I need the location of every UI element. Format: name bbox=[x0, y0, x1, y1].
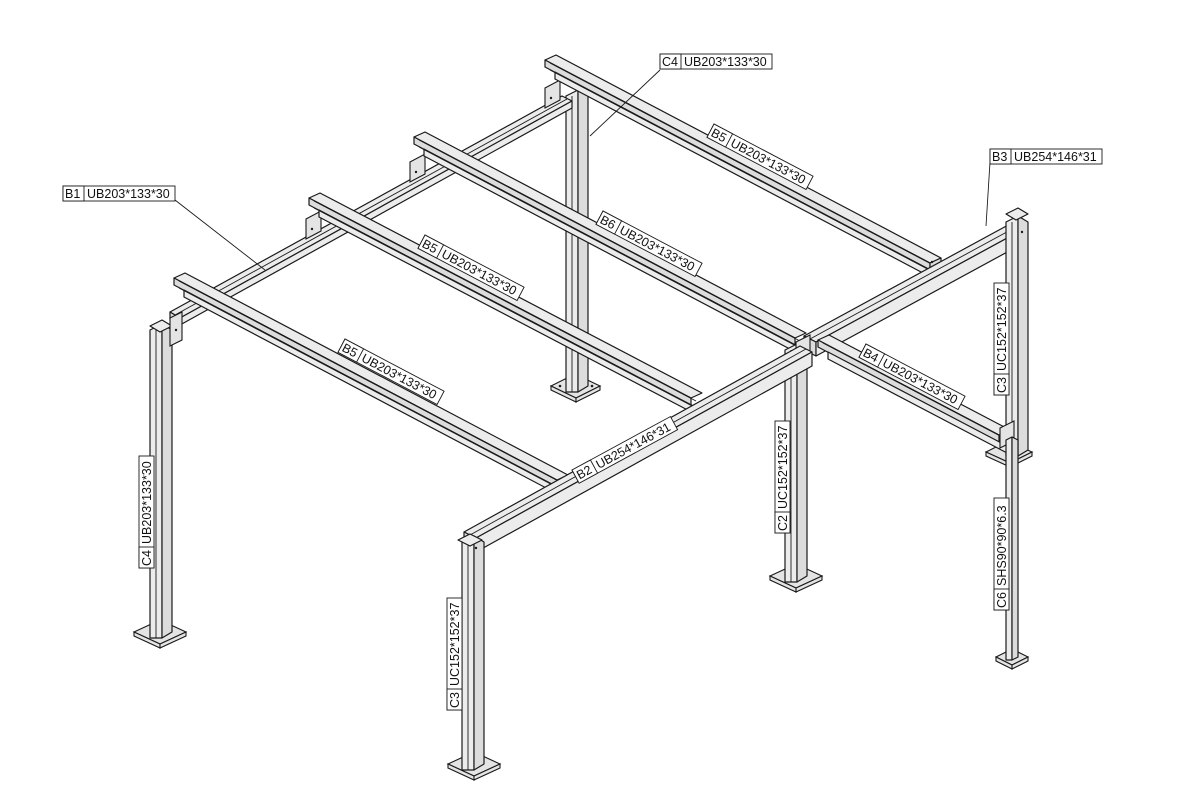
svg-text:B2: B2 bbox=[574, 463, 594, 483]
svg-text:UC152*152*37: UC152*152*37 bbox=[776, 426, 790, 509]
label-b1: B1 UB203*133*30 bbox=[62, 185, 176, 202]
leader-c4-top bbox=[589, 69, 661, 137]
label-c4-left: C4 UB203*133*30 bbox=[138, 455, 155, 569]
svg-text:B1: B1 bbox=[65, 187, 80, 201]
beam-b4 bbox=[817, 334, 1015, 455]
svg-text:UB203*133*30: UB203*133*30 bbox=[140, 461, 154, 544]
svg-text:B4: B4 bbox=[861, 346, 881, 366]
svg-text:C4: C4 bbox=[140, 550, 154, 566]
label-b3: B3 UB254*146*31 bbox=[989, 148, 1103, 165]
svg-text:C3: C3 bbox=[448, 692, 462, 708]
column-front bbox=[446, 533, 502, 781]
label-b2: B2 UB254*146*31 bbox=[571, 415, 679, 484]
svg-text:UB203*133*30: UB203*133*30 bbox=[87, 187, 170, 201]
beam-b5-top bbox=[544, 54, 942, 283]
leader-b1 bbox=[174, 199, 266, 271]
column-back bbox=[549, 89, 602, 403]
svg-text:C2: C2 bbox=[776, 515, 790, 531]
svg-text:UC152*152*37: UC152*152*37 bbox=[448, 603, 462, 686]
svg-text:B3: B3 bbox=[992, 150, 1007, 164]
label-c6: C6 SHS90*90*6.3 bbox=[993, 497, 1010, 611]
svg-text:B6: B6 bbox=[598, 213, 618, 233]
label-c3-right: C3 UC152*152*37 bbox=[993, 282, 1010, 396]
svg-text:UC152*152*37: UC152*152*37 bbox=[995, 288, 1009, 371]
label-c2: C2 UC152*152*37 bbox=[774, 420, 791, 534]
svg-text:UB203*133*30: UB203*133*30 bbox=[684, 55, 767, 69]
svg-text:UB254*146*31: UB254*146*31 bbox=[1014, 150, 1097, 164]
svg-text:B5: B5 bbox=[340, 341, 360, 361]
column-right bbox=[984, 207, 1034, 468]
svg-text:B5: B5 bbox=[420, 237, 440, 257]
svg-text:C4: C4 bbox=[662, 55, 678, 69]
column-left bbox=[132, 311, 188, 649]
svg-text:SHS90*90*6.3: SHS90*90*6.3 bbox=[995, 505, 1009, 586]
svg-text:B5: B5 bbox=[709, 126, 729, 146]
svg-text:C6: C6 bbox=[995, 592, 1009, 608]
beam-b5-mid bbox=[308, 192, 703, 418]
beam-b6 bbox=[413, 131, 807, 358]
leader-b3 bbox=[985, 161, 991, 227]
label-c3-front: C3 UC152*152*37 bbox=[446, 597, 463, 711]
svg-text:C3: C3 bbox=[995, 377, 1009, 393]
beam-b5-front bbox=[173, 272, 569, 500]
label-c4-top: C4 UB203*133*30 bbox=[659, 53, 773, 70]
